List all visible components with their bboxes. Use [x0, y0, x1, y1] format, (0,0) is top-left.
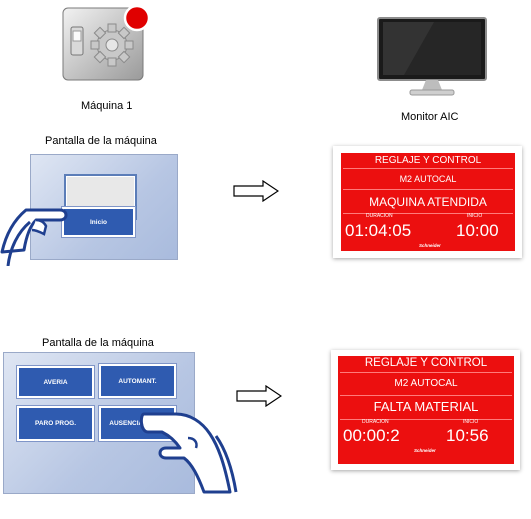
display-1-screen — [341, 153, 515, 251]
display-1-status: MAQUINA ATENDIDA — [369, 195, 487, 209]
display-1-brand-logo: Schneider — [419, 243, 441, 248]
display-2-duration: 00:00:2 — [343, 426, 400, 445]
machine-label: Máquina 1 — [81, 100, 133, 112]
right-arrow-icon — [236, 384, 283, 408]
display-1-start: 10:00 — [456, 221, 499, 240]
monitor-icon — [374, 16, 490, 98]
screen-1-label: Pantalla de la máquina — [45, 135, 157, 147]
averia-button[interactable]: AVERIA — [17, 366, 94, 398]
screen-2-label: Pantalla de la máquina — [42, 337, 154, 349]
display-1-title: REGLAJE Y CONTROL — [374, 155, 482, 166]
pointing-hand-icon — [0, 186, 80, 267]
right-arrow-icon — [233, 179, 280, 203]
display-1-duration: 01:04:05 — [345, 221, 412, 240]
display-2-duration-label: DURACION — [362, 419, 389, 425]
display-2-status: FALTA MATERIAL — [373, 399, 479, 414]
pointing-hand-icon — [139, 398, 240, 494]
display-2-start: 10:56 — [446, 426, 489, 445]
display-2-brand-logo: Schneider — [414, 448, 436, 453]
ausencia-cond-button[interactable]: AUSENCIA COND. — [99, 406, 176, 441]
automant-button[interactable]: AUTOMANT. — [99, 364, 176, 398]
display-2-title: REGLAJE Y CONTROL — [364, 357, 488, 369]
display-2-line: M2 AUTOCAL — [394, 378, 458, 389]
inicio-button[interactable]: Inicio — [62, 207, 135, 237]
display-1-duration-label: DURACION — [366, 213, 393, 219]
display-2-start-label: INICIO — [463, 419, 479, 425]
machine-icon — [62, 4, 151, 83]
paro-prog-button[interactable]: PARO PROG. — [17, 406, 94, 441]
display-2-screen — [338, 356, 514, 464]
display-1-line: M2 AUTOCAL — [399, 174, 457, 184]
monitor-label: Monitor AIC — [401, 111, 459, 123]
display-1-start-label: INICIO — [467, 213, 483, 219]
